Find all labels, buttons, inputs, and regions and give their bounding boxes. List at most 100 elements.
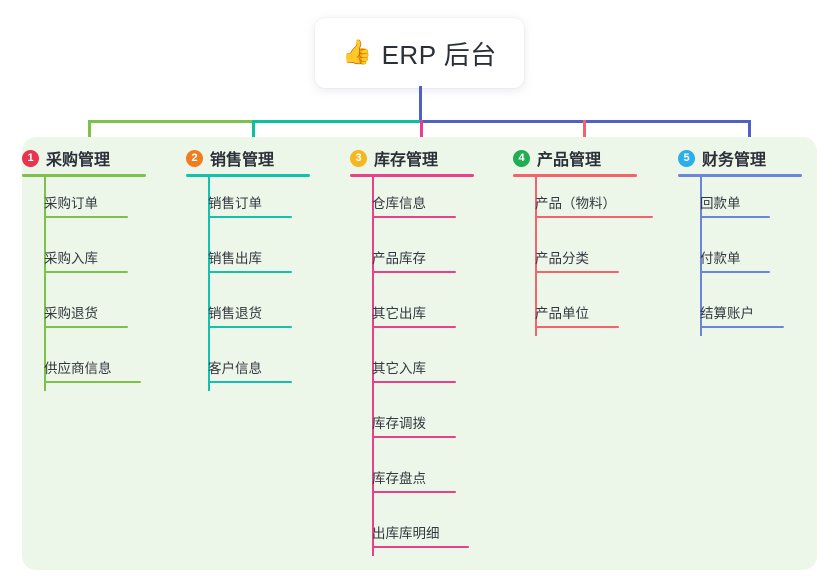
branch-item-label: 库存调拨 <box>372 416 426 431</box>
branch-item[interactable]: 供应商信息 <box>44 357 141 383</box>
branch-header-rule <box>186 174 310 177</box>
branch-title: 财务管理 <box>702 152 767 169</box>
branch-item-label: 其它出库 <box>372 306 426 321</box>
branch-item-label: 产品（物料） <box>535 196 616 211</box>
branch-item[interactable]: 付款单 <box>700 247 770 273</box>
branch-item-rule <box>535 271 619 273</box>
branch-item[interactable]: 销售出库 <box>208 247 292 273</box>
branch-item[interactable]: 销售订单 <box>208 192 292 218</box>
branch-item[interactable]: 结算账户 <box>700 302 784 328</box>
branch-item-rule <box>208 326 292 328</box>
branch-item-rule <box>700 271 770 273</box>
drop-col-5 <box>748 120 751 148</box>
branch-number-badge: 4 <box>513 149 530 167</box>
branch-header-rule <box>350 174 474 177</box>
branch-item-rule <box>700 326 784 328</box>
branch-item-label: 销售出库 <box>208 251 262 266</box>
branch-spine-line <box>208 175 210 391</box>
branch-spine-line <box>700 175 702 336</box>
branch-item-rule <box>372 381 456 383</box>
drop-col-1 <box>88 120 91 148</box>
branch-item[interactable]: 产品库存 <box>372 247 456 273</box>
root-node-card[interactable]: 👍 ERP 后台 <box>315 18 524 88</box>
branch-item-label: 产品单位 <box>535 306 589 321</box>
branch-header-4[interactable]: 4 产品管理 <box>513 146 601 170</box>
branch-item-label: 其它入库 <box>372 361 426 376</box>
branch-item-label: 产品库存 <box>372 251 426 266</box>
branch-item[interactable]: 采购退货 <box>44 302 128 328</box>
branch-item-label: 采购订单 <box>44 196 98 211</box>
branch-spine-line <box>44 175 46 391</box>
branch-item[interactable]: 出库库明细 <box>372 522 469 548</box>
branch-header-1[interactable]: 1 采购管理 <box>22 146 110 170</box>
segment-teal <box>252 120 420 123</box>
branch-item-label: 采购入库 <box>44 251 98 266</box>
branch-number-badge: 5 <box>678 149 695 167</box>
branch-item-rule <box>372 326 456 328</box>
branch-item-label: 销售退货 <box>208 306 262 321</box>
branch-item-label: 产品分类 <box>535 251 589 266</box>
branch-item[interactable]: 库存盘点 <box>372 467 456 493</box>
branch-item-label: 付款单 <box>700 251 741 266</box>
branch-item-rule <box>44 216 128 218</box>
branch-item-label: 销售订单 <box>208 196 262 211</box>
segment-green <box>88 120 252 123</box>
branch-title: 采购管理 <box>46 152 111 169</box>
drop-col-3 <box>420 120 423 148</box>
root-node-label: ERP 后台 <box>381 39 497 70</box>
branch-item[interactable]: 客户信息 <box>208 357 292 383</box>
root-node-title: 👍 ERP 后台 <box>342 35 497 72</box>
branch-item-rule <box>372 546 469 548</box>
branch-item[interactable]: 采购订单 <box>44 192 128 218</box>
branch-item[interactable]: 其它出库 <box>372 302 456 328</box>
branch-item-label: 库存盘点 <box>372 471 426 486</box>
branch-item-rule <box>208 216 292 218</box>
branch-item-label: 采购退货 <box>44 306 98 321</box>
root-stem-line <box>419 86 422 122</box>
branch-item-rule <box>208 271 292 273</box>
branch-header-5[interactable]: 5 财务管理 <box>678 146 766 170</box>
branch-item-rule <box>208 381 292 383</box>
branch-title: 库存管理 <box>374 152 439 169</box>
branch-item-rule <box>372 271 456 273</box>
drop-col-2 <box>252 120 255 148</box>
branch-item-label: 客户信息 <box>208 361 262 376</box>
branch-header-2[interactable]: 2 销售管理 <box>186 146 274 170</box>
branch-item-rule <box>535 326 619 328</box>
branch-item-label: 回款单 <box>700 196 741 211</box>
branch-number-badge: 1 <box>22 149 39 167</box>
branch-header-rule <box>678 174 802 177</box>
branch-item-rule <box>372 491 456 493</box>
branch-item-label: 结算账户 <box>700 306 754 321</box>
branch-header-rule <box>513 174 637 177</box>
branch-title: 产品管理 <box>537 152 602 169</box>
branch-item-rule <box>44 326 128 328</box>
branch-header-3[interactable]: 3 库存管理 <box>350 146 438 170</box>
branch-number-badge: 3 <box>350 149 367 167</box>
branch-title: 销售管理 <box>210 152 275 169</box>
branch-item[interactable]: 产品单位 <box>535 302 619 328</box>
branch-item-rule <box>700 216 770 218</box>
branch-number-badge: 2 <box>186 149 203 167</box>
branch-item[interactable]: 产品（物料） <box>535 192 653 218</box>
branch-item-rule <box>535 216 653 218</box>
branch-spine-line <box>535 175 537 336</box>
thumbs-up-icon: 👍 <box>342 39 373 66</box>
branch-item[interactable]: 仓库信息 <box>372 192 456 218</box>
branch-item-rule <box>44 381 141 383</box>
branch-item[interactable]: 回款单 <box>700 192 770 218</box>
branch-item-label: 供应商信息 <box>44 361 112 376</box>
branch-item-rule <box>372 436 456 438</box>
branch-header-rule <box>22 174 146 177</box>
branch-item-rule <box>372 216 456 218</box>
branch-item[interactable]: 销售退货 <box>208 302 292 328</box>
branch-item[interactable]: 产品分类 <box>535 247 619 273</box>
branch-item-label: 出库库明细 <box>372 526 440 541</box>
branch-spine-line <box>372 175 374 556</box>
drop-col-4 <box>583 120 586 148</box>
branch-item[interactable]: 其它入库 <box>372 357 456 383</box>
branch-item-rule <box>44 271 128 273</box>
branch-item[interactable]: 库存调拨 <box>372 412 456 438</box>
branch-item[interactable]: 采购入库 <box>44 247 128 273</box>
